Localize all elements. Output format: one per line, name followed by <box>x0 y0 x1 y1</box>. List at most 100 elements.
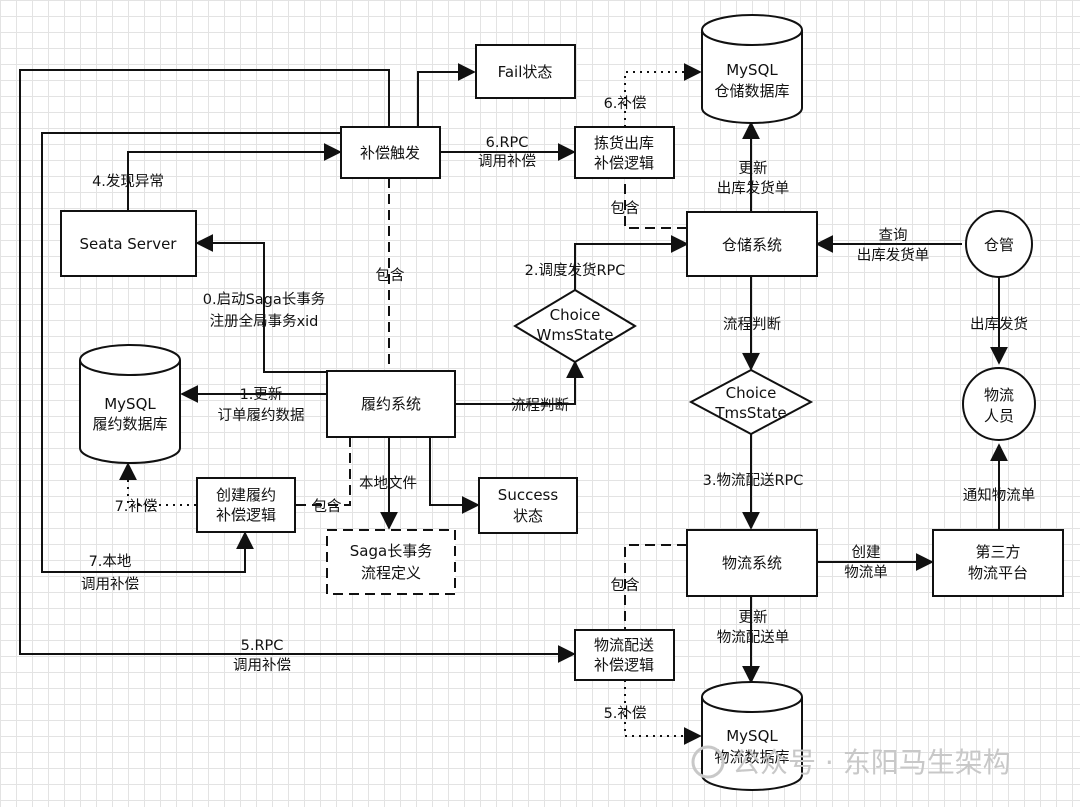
edge-flow-judge-oms <box>455 360 584 405</box>
choice-tms-label-1: Choice <box>726 384 777 402</box>
edge-dispatch-rpc <box>574 235 689 290</box>
success-state-box <box>478 477 578 534</box>
label-update-delivery-1: 更新 <box>739 609 768 626</box>
seata-server-label: Seata Server <box>80 235 178 253</box>
mysql-tms-label-2: 物流数据库 <box>714 748 789 766</box>
choice-wms-label-2: WmsState <box>537 326 614 344</box>
oms-system-label: 履约系统 <box>361 395 421 413</box>
keeper-label: 仓管 <box>984 236 1014 254</box>
edge-contain-tms <box>624 544 687 630</box>
saga-definition-label-2: 流程定义 <box>361 564 421 582</box>
label-flow-judge-wms: 流程判断 <box>723 316 781 333</box>
edge-contain-local <box>295 437 351 506</box>
label-local7-1: 7.本地 <box>89 553 132 570</box>
success-state-label-1: Success <box>498 486 559 504</box>
success-state-label-2: 状态 <box>513 507 543 525</box>
label-contain-tms: 包含 <box>611 577 640 594</box>
tms-system-box <box>686 529 818 597</box>
choice-wms-label-1: Choice <box>550 306 601 324</box>
seata-server-box <box>60 210 197 277</box>
label-create-waybill-1: 创建 <box>852 544 881 561</box>
courier-label-2: 人员 <box>984 407 1014 425</box>
label-update-order-1: 1.更新 <box>240 386 283 403</box>
label-query-1: 查询 <box>879 227 908 244</box>
label-rpc5-1: 5.RPC <box>241 638 284 654</box>
pick-compensate-label-1: 拣货出库 <box>594 134 654 152</box>
third-party-label-2: 物流平台 <box>968 564 1028 582</box>
saga-definition-box <box>326 529 456 595</box>
wechat-icon <box>691 745 725 779</box>
label-local-file: 本地文件 <box>359 475 417 492</box>
tms-system-label: 物流系统 <box>722 554 782 572</box>
choice-tms-label-2: TmsState <box>714 404 786 422</box>
mysql-oms-cylinder <box>79 344 181 464</box>
saga-definition-label-1: Saga长事务 <box>350 542 432 560</box>
label-query-2: 出库发货单 <box>857 247 930 264</box>
edge-contain-wms <box>624 178 687 229</box>
label-outbound-ship: 出库发货 <box>970 316 1028 333</box>
edge-rpc5 <box>19 69 576 663</box>
mysql-wms-label-1: MySQL <box>726 61 778 79</box>
edge-to-success <box>429 437 480 514</box>
mysql-wms-label-2: 仓储数据库 <box>714 82 789 100</box>
label-contain-local: 包含 <box>313 498 342 515</box>
label-comp6-db: 6.补偿 <box>604 95 647 112</box>
edge-comp6-to-wms-db <box>624 63 702 127</box>
label-contain-wms: 包含 <box>611 200 640 217</box>
label-dispatch-rpc: 2.调度发货RPC <box>525 262 626 279</box>
tms-compensate-label-1: 物流配送 <box>594 636 654 654</box>
watermark-text: 公众号 · 东阳马生架构 <box>732 746 1011 779</box>
courier-actor <box>962 367 1036 441</box>
edge-comp5 <box>624 680 702 745</box>
label-update-outbound-2: 出库发货单 <box>717 180 790 197</box>
watermark: 公众号 · 东阳马生架构 <box>691 745 1011 779</box>
courier-label-1: 物流 <box>984 386 1014 404</box>
label-comp7: 7.补偿 <box>115 498 158 515</box>
label-flow-judge-oms: 流程判断 <box>511 397 569 414</box>
oms-system-box <box>326 370 456 438</box>
pick-compensate-box <box>574 126 675 179</box>
label-rpc5-2: 调用补偿 <box>233 657 291 674</box>
label-comp5: 5.补偿 <box>604 705 647 722</box>
label-update-delivery-2: 物流配送单 <box>717 629 790 646</box>
mysql-oms-label-1: MySQL <box>104 395 156 413</box>
edge-discover <box>127 143 342 210</box>
choice-tms-diamond <box>688 368 814 436</box>
label-update-outbound-1: 更新 <box>739 160 768 177</box>
edge-trigger-to-fail <box>417 63 476 127</box>
third-party-box <box>932 529 1064 597</box>
label-start-saga-2: 注册全局事务xid <box>210 312 319 330</box>
compensate-trigger-label: 补偿触发 <box>360 144 420 162</box>
mysql-tms-label-1: MySQL <box>726 727 778 745</box>
tms-compensate-label-2: 补偿逻辑 <box>594 656 654 674</box>
label-delivery-rpc: 3.物流配送RPC <box>703 472 804 489</box>
compensate-trigger-box <box>340 126 441 179</box>
mysql-wms-cylinder <box>701 14 803 124</box>
edge-local7 <box>41 132 340 573</box>
label-contain-oms: 包含 <box>376 267 405 284</box>
label-create-waybill-2: 物流单 <box>844 564 888 581</box>
pick-compensate-label-2: 补偿逻辑 <box>594 154 654 172</box>
mysql-tms-cylinder <box>701 681 803 791</box>
label-notify: 通知物流单 <box>963 487 1036 504</box>
wms-system-label: 仓储系统 <box>722 236 782 254</box>
tms-compensate-box <box>574 629 675 681</box>
fail-state-label: Fail状态 <box>498 63 553 81</box>
wms-system-box <box>686 211 818 277</box>
choice-wms-diamond <box>513 288 637 364</box>
edge-comp7 <box>119 462 196 506</box>
edge-start-saga <box>195 234 327 373</box>
label-local7-2: 调用补偿 <box>81 576 139 593</box>
label-rpc6-1: 6.RPC <box>486 135 529 151</box>
third-party-label-1: 第三方 <box>975 543 1020 561</box>
mysql-oms-label-2: 履约数据库 <box>92 415 167 433</box>
create-compensate-label-1: 创建履约 <box>216 486 276 504</box>
create-compensate-label-2: 补偿逻辑 <box>216 506 276 524</box>
label-start-saga-1: 0.启动Saga长事务 <box>203 291 326 308</box>
create-compensate-box <box>196 477 296 533</box>
keeper-actor <box>965 210 1033 278</box>
label-update-order-2: 订单履约数据 <box>218 407 305 424</box>
label-rpc6-2: 调用补偿 <box>478 153 536 170</box>
fail-state-box <box>475 44 576 99</box>
